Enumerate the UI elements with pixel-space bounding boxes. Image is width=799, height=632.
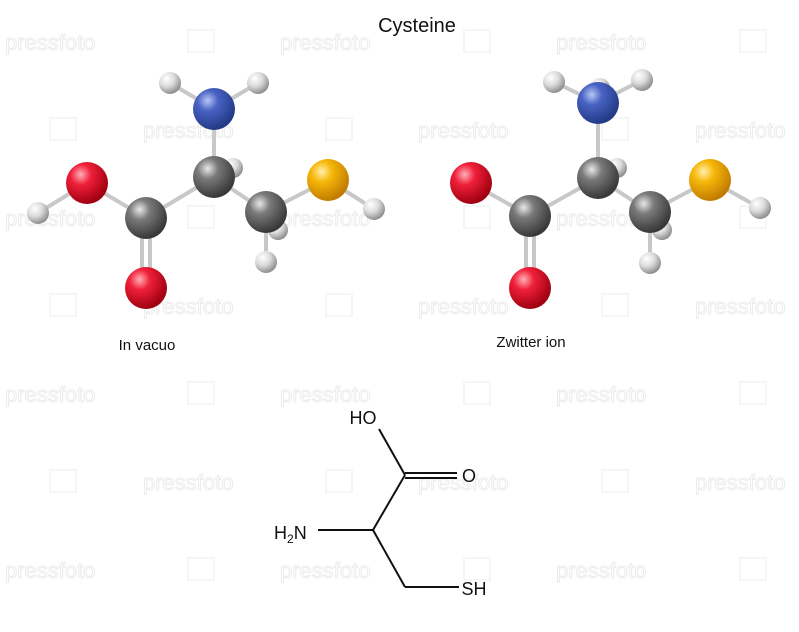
nitrogen-atom: [193, 88, 235, 130]
watermark-text: pressfoto: [695, 294, 786, 319]
watermark-camera-icon: [187, 205, 215, 229]
carbon-atom: [193, 156, 235, 198]
hydrogen-atom: [27, 202, 49, 224]
watermark-camera-icon: [49, 293, 77, 317]
hydrogen-atom: [255, 251, 277, 273]
carbon-atom: [577, 157, 619, 199]
watermark-text: pressfoto: [5, 30, 96, 55]
caption-in-vacuo: In vacuo: [119, 337, 176, 354]
watermark-text: pressfoto: [556, 558, 647, 583]
sulfur-atom: [307, 159, 349, 201]
oxygen-atom: [125, 267, 167, 309]
watermark-camera-icon: [463, 381, 491, 405]
watermark-camera-icon: [463, 205, 491, 229]
watermark-text: pressfoto: [695, 118, 786, 143]
watermark-text: pressfoto: [418, 118, 509, 143]
watermark-text: pressfoto: [143, 470, 234, 495]
watermark-camera-icon: [739, 29, 767, 53]
watermark-camera-icon: [739, 381, 767, 405]
carbon-atom: [245, 191, 287, 233]
sulfur-atom: [689, 159, 731, 201]
watermark-text: pressfoto: [695, 470, 786, 495]
watermark-camera-icon: [187, 381, 215, 405]
watermark-camera-icon: [49, 469, 77, 493]
watermark-text: pressfoto: [556, 382, 647, 407]
watermarks: pressfoto pressfoto pressfoto pressfoto pres…: [5, 29, 786, 584]
watermark-camera-icon: [187, 29, 215, 53]
ball-and-stick-zwitter-ion: [450, 69, 771, 309]
watermark-camera-icon: [739, 557, 767, 581]
watermark-camera-icon: [325, 469, 353, 493]
watermark-camera-icon: [49, 117, 77, 141]
watermark-text: pressfoto: [280, 382, 371, 407]
hydrogen-atom: [363, 198, 385, 220]
watermark-text: pressfoto: [5, 382, 96, 407]
label-thiol: SH: [461, 579, 486, 599]
label-hydroxyl: HO: [350, 408, 377, 428]
label-carbonyl-oxygen: O: [462, 466, 476, 486]
caption-zwitter-ion: Zwitter ion: [496, 334, 565, 351]
label-amine: H2N: [274, 523, 307, 546]
carbon-atom: [509, 195, 551, 237]
watermark-text: pressfoto: [280, 206, 371, 231]
watermark-text: pressfoto: [418, 294, 509, 319]
skeletal-formula: HO O H2N SH: [274, 408, 487, 599]
watermark-text: pressfoto: [280, 30, 371, 55]
watermark-camera-icon: [187, 557, 215, 581]
watermark-camera-icon: [601, 293, 629, 317]
hydrogen-atom: [749, 197, 771, 219]
carbon-atom: [125, 197, 167, 239]
hydrogen-atom: [159, 72, 181, 94]
carbon-atom: [629, 191, 671, 233]
nitrogen-atom: [577, 82, 619, 124]
ball-and-stick-in-vacuo: [27, 72, 385, 309]
watermark-camera-icon: [463, 557, 491, 581]
oxygen-atom: [450, 162, 492, 204]
watermark-camera-icon: [601, 469, 629, 493]
watermark-text: pressfoto: [5, 206, 96, 231]
watermark-camera-icon: [463, 29, 491, 53]
oxygen-atom: [66, 162, 108, 204]
bonds: [318, 428, 459, 588]
hydrogen-atom: [543, 71, 565, 93]
hydrogen-atom: [247, 72, 269, 94]
hydrogen-atom: [631, 69, 653, 91]
watermark-text: pressfoto: [556, 30, 647, 55]
oxygen-atom: [509, 267, 551, 309]
hydrogen-atom: [639, 252, 661, 274]
watermark-camera-icon: [601, 117, 629, 141]
title: Cysteine: [378, 15, 456, 37]
watermark-camera-icon: [325, 117, 353, 141]
watermark-camera-icon: [325, 293, 353, 317]
watermark-text: pressfoto: [280, 558, 371, 583]
watermark-text: pressfoto: [5, 558, 96, 583]
